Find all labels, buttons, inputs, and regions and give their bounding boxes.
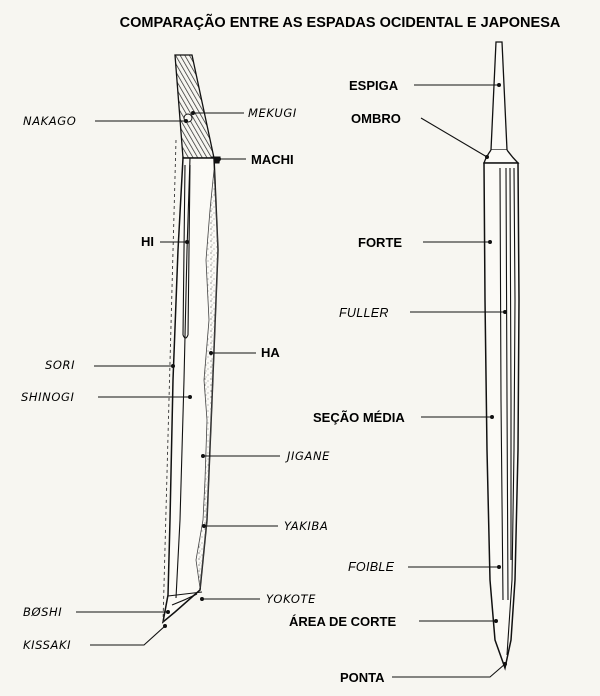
japanese-sword — [161, 54, 221, 624]
dot-boshi — [166, 610, 170, 614]
dot-yokote — [200, 597, 204, 601]
dot-yakiba — [202, 524, 206, 528]
espiga-tang — [490, 41, 508, 151]
dot-sori — [171, 364, 175, 368]
dot-ha — [209, 351, 213, 355]
yokote-line — [167, 591, 203, 597]
dot-foible — [497, 565, 501, 569]
dot-nakago — [184, 119, 188, 123]
ombro-shoulder — [483, 149, 520, 164]
label-shinogi: SHINOGI — [21, 390, 75, 404]
sori-curve-line — [162, 139, 177, 623]
yakiba-hardened-edge — [195, 169, 219, 589]
dot-forte — [488, 240, 492, 244]
label-espiga: ESPIGA — [349, 78, 399, 93]
label-mekugi: MEKUGI — [248, 106, 297, 120]
shinogi-ridge — [175, 157, 191, 599]
label-boshi: BØSHI — [23, 605, 62, 619]
nakago-tang — [174, 54, 215, 159]
label-secao-media: SEÇÃO MÉDIA — [313, 410, 405, 425]
dot-ombro — [485, 155, 489, 159]
dot-shinogi — [188, 395, 192, 399]
western-labels: ESPIGA OMBRO FORTE FULLER SEÇÃO MÉDIA FO… — [289, 78, 507, 685]
dot-secao-media — [490, 415, 494, 419]
label-area-de-corte: ÁREA DE CORTE — [289, 614, 396, 629]
leader-ombro — [420, 117, 488, 158]
fuller-groove — [499, 167, 512, 601]
label-nakago: NAKAGO — [23, 114, 76, 128]
label-machi: MACHI — [251, 152, 294, 167]
label-ponta: PONTA — [340, 670, 385, 685]
leader-kissaki — [90, 625, 166, 646]
label-ombro: OMBRO — [351, 111, 401, 126]
edge-bevel-line — [506, 167, 516, 656]
label-yokote: YOKOTE — [266, 592, 316, 606]
leader-ponta — [392, 663, 506, 678]
dot-espiga — [497, 83, 501, 87]
dot-kissaki — [163, 624, 167, 628]
dot-fuller — [503, 310, 507, 314]
label-kissaki: KISSAKI — [23, 638, 71, 652]
label-yakiba: YAKIBA — [284, 519, 328, 533]
boshi-line — [171, 593, 198, 606]
western-sword — [483, 41, 520, 671]
label-foible: FOIBLE — [348, 560, 395, 574]
label-sori: SORI — [45, 358, 75, 372]
dot-hi — [185, 240, 189, 244]
dot-area-de-corte — [494, 619, 498, 623]
label-hi: HI — [141, 234, 154, 249]
label-forte: FORTE — [358, 235, 402, 250]
dot-ponta — [503, 662, 507, 666]
label-jigane: JIGANE — [285, 449, 330, 463]
label-ha: HA — [261, 345, 280, 360]
dot-jigane — [201, 454, 205, 458]
dot-machi — [217, 157, 221, 161]
japanese-labels: NAKAGO MEKUGI MACHI HI HA SORI SHINOGI J… — [21, 106, 330, 652]
label-fuller: FULLER — [339, 306, 389, 320]
hi-groove — [182, 164, 191, 339]
dot-mekugi — [191, 111, 195, 115]
diagram-title: COMPARAÇÃO ENTRE AS ESPADAS OCIDENTAL E … — [120, 13, 561, 31]
